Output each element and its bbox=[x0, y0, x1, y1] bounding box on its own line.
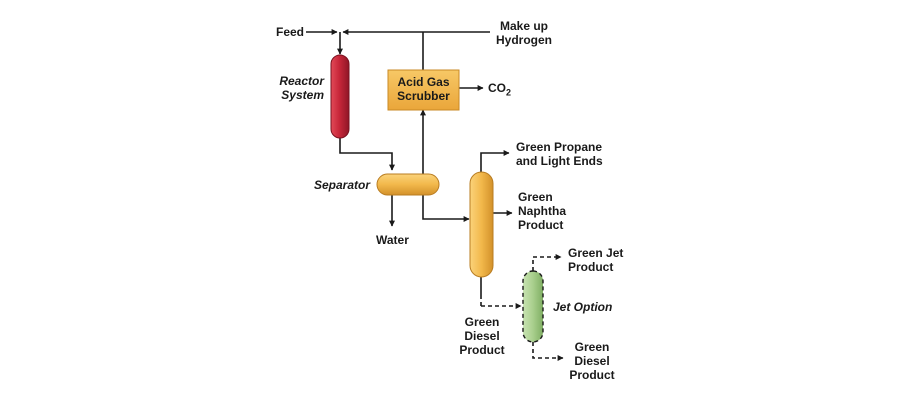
separator-vessel bbox=[376, 173, 440, 196]
feed-label: Feed bbox=[276, 25, 305, 39]
green-propane-label: Green Propane and Light Ends bbox=[516, 140, 603, 168]
diesel-label-line2: Diesel bbox=[464, 329, 500, 343]
jet-diesel-label-line3: Product bbox=[569, 368, 615, 382]
co2-label-subscript: 2 bbox=[506, 87, 512, 98]
makeup-hydrogen-line1: Make up bbox=[499, 19, 548, 33]
propane-line bbox=[480, 150, 510, 172]
reactor-vessel bbox=[330, 54, 350, 139]
makeup-hydrogen-line2: Hydrogen bbox=[495, 33, 552, 47]
water-label: Water bbox=[376, 233, 409, 247]
jet-option-lines bbox=[480, 254, 564, 361]
makeup-hydrogen-label: Make up Hydrogen bbox=[492, 19, 556, 47]
propane-label-line1: Green Propane bbox=[516, 140, 603, 154]
flow-lines bbox=[306, 29, 513, 295]
jet-diesel-line bbox=[532, 342, 564, 361]
acid-gas-scrubber-box bbox=[387, 69, 460, 111]
reactor-system-label: Reactor System bbox=[268, 74, 324, 102]
naphtha-label-line3: Product bbox=[518, 218, 564, 232]
jet-product-line bbox=[532, 254, 562, 271]
jet-option-column bbox=[522, 270, 544, 343]
separator-label: Separator bbox=[313, 178, 370, 192]
propane-label-line2: and Light Ends bbox=[516, 154, 603, 168]
co2-label-main: CO bbox=[488, 81, 506, 95]
reactor-outlet-line bbox=[339, 138, 395, 171]
naphtha-label-line1: Green bbox=[518, 190, 553, 204]
naphtha-label-line2: Naphtha bbox=[518, 204, 566, 218]
acid-gas-scrubber-label: Acid Gas Scrubber bbox=[388, 75, 459, 103]
green-naphtha-label: Green Naphtha Product bbox=[518, 190, 566, 232]
reactor-label-line1: Reactor bbox=[279, 74, 324, 88]
jet-green-diesel-label: Green Diesel Product bbox=[563, 340, 621, 382]
jet-diesel-label-line2: Diesel bbox=[574, 354, 610, 368]
green-jet-product-label: Green Jet Product bbox=[568, 246, 623, 274]
reactor-label-line2: System bbox=[281, 88, 324, 102]
scrubber-label-line2: Scrubber bbox=[397, 89, 450, 103]
jet-product-label-line2: Product bbox=[568, 260, 614, 274]
co2-label: CO2 bbox=[488, 81, 512, 98]
jet-product-label-line1: Green Jet bbox=[568, 246, 624, 260]
jet-diesel-label-line1: Green bbox=[574, 340, 610, 354]
distillation-column bbox=[469, 171, 494, 278]
jet-option-label: Jet Option bbox=[553, 300, 613, 314]
diesel-label-line1: Green bbox=[464, 315, 500, 329]
diesel-label-line3: Product bbox=[459, 343, 505, 357]
scrubber-label-line1: Acid Gas bbox=[397, 75, 450, 89]
separator-liquid-line bbox=[422, 195, 470, 222]
green-diesel-label: Green Diesel Product bbox=[452, 315, 512, 357]
